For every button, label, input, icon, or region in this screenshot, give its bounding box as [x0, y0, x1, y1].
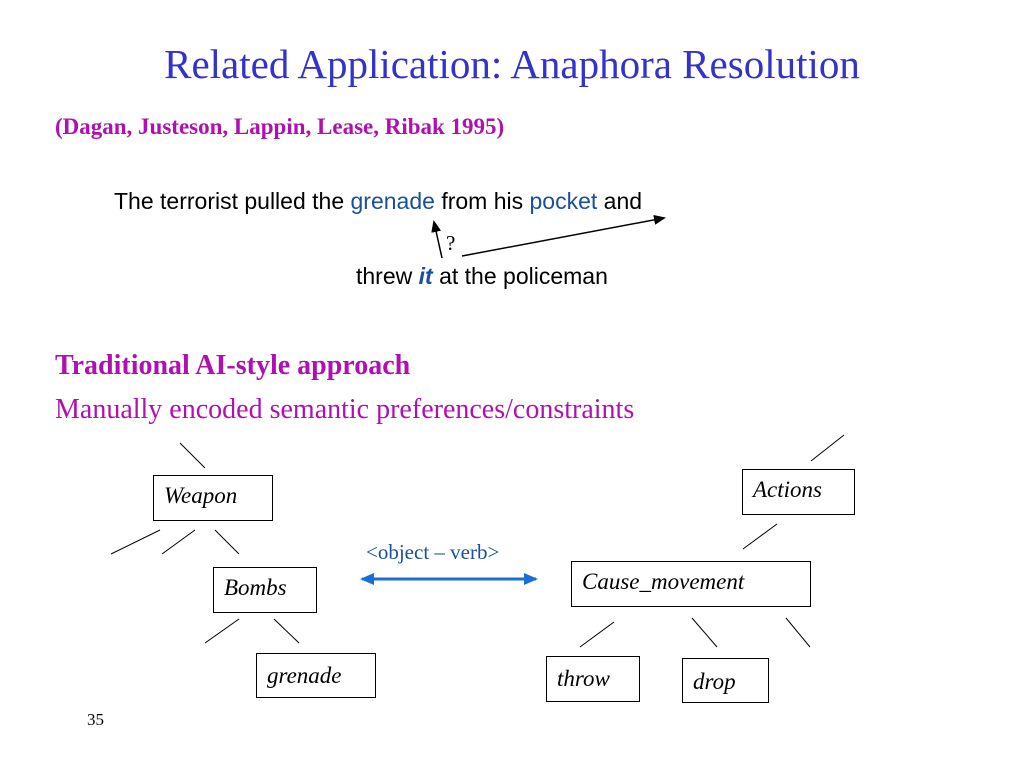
node-grenade: grenade: [256, 653, 376, 698]
edge-cause-drop: [691, 617, 718, 648]
edge-actions-parent: [810, 434, 845, 462]
candidate-grenade: grenade: [350, 188, 435, 214]
approach-description: Manually encoded semantic preferences/co…: [55, 394, 635, 425]
node-weapon: Weapon: [153, 475, 273, 521]
slide-number: 35: [87, 710, 104, 729]
node-actions: Actions: [742, 469, 855, 515]
sentence-text: and: [597, 188, 643, 214]
sentence-text: The terrorist pulled the: [114, 188, 351, 214]
candidate-pocket: pocket: [529, 188, 598, 214]
page-title: Related Application: Anaphora Resolution: [164, 41, 860, 87]
citation: (Dagan, Justeson, Lappin, Lease, Ribak 1…: [55, 114, 505, 139]
relation-label: <object – verb>: [366, 540, 500, 564]
approach-heading: Traditional AI-style approach: [55, 350, 411, 381]
edge-actions-cause: [742, 523, 778, 550]
edge-weapon-sib1: [110, 529, 161, 555]
sentence-text: from his: [434, 188, 530, 214]
edge-bombs-sib: [204, 618, 240, 644]
node-throw: throw: [546, 656, 640, 702]
edge-cause-sib: [785, 617, 811, 648]
arrow-to-grenade: [431, 220, 443, 259]
sentence-text: at the policeman: [432, 263, 608, 289]
sentence-text: threw: [356, 263, 419, 289]
edge-cause-throw: [579, 621, 615, 648]
example-sentence-line2: threw it at the policeman: [356, 263, 608, 290]
node-cause-movement: Cause_movement: [571, 561, 811, 607]
edge-weapon-bombs: [214, 529, 240, 555]
arrow-to-pocket: [461, 214, 666, 257]
edge-weapon-parent: [179, 442, 206, 469]
pronoun-it: it: [418, 263, 433, 289]
example-sentence-line1: The terrorist pulled the grenade from hi…: [114, 188, 642, 215]
node-bombs: Bombs: [213, 567, 317, 613]
node-drop: drop: [682, 658, 769, 703]
question-mark: ?: [446, 231, 456, 255]
edge-bombs-grenade: [273, 618, 300, 644]
edge-weapon-sib2: [161, 529, 196, 555]
